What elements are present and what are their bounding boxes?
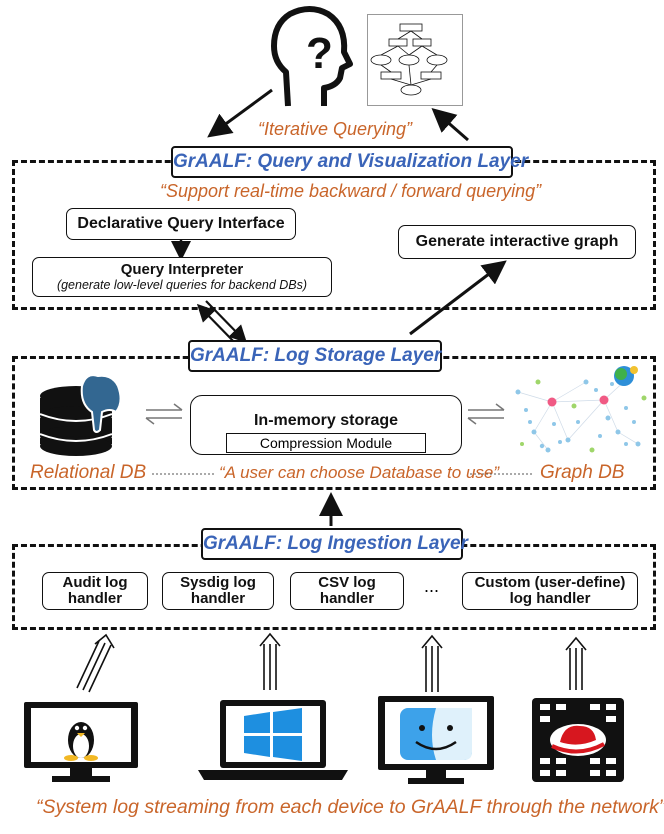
custom-handler-line1: Custom (user-define) [474, 574, 626, 591]
thinking-head-icon: ? [271, 6, 353, 107]
devices-caption: “System log streaming from each device t… [36, 796, 664, 818]
linux-monitor-icon [24, 702, 138, 782]
relational-db-label: Relational DB [30, 462, 147, 483]
query-interpreter: Query Interpreter (generate low-level qu… [32, 257, 332, 297]
compression-module: Compression Module [226, 433, 426, 453]
svg-text:?: ? [306, 29, 333, 78]
sysdig-handler-line2: handler [190, 590, 246, 607]
redhat-server-icon [532, 698, 624, 782]
windows-laptop-icon [198, 700, 348, 780]
database-postgres-icon [39, 374, 122, 456]
audit-log-handler: Audit log handler [42, 572, 148, 610]
csv-handler-line1: CSV log [318, 574, 376, 591]
in-memory-label: In-memory storage [253, 412, 399, 429]
graph-db-label: Graph DB [540, 462, 625, 483]
sysdig-log-handler: Sysdig log handler [162, 572, 274, 610]
ingestion-layer-title: GrAALF: Log Ingestion Layer [201, 528, 468, 560]
double-arrow-left [145, 403, 183, 425]
declarative-query-interface: Declarative Query Interface [66, 208, 296, 240]
compression-label: Compression Module [259, 435, 393, 451]
custom-handler-line2: log handler [509, 590, 591, 607]
mac-monitor-icon [378, 696, 494, 784]
csv-handler-line2: handler [319, 590, 375, 607]
csv-log-handler: CSV log handler [290, 572, 404, 610]
audit-handler-line1: Audit log [62, 574, 128, 591]
iterative-querying-label: “Iterative Querying” [258, 119, 413, 139]
network-graph-icon [515, 366, 647, 453]
generate-graph-label: Generate interactive graph [415, 233, 619, 250]
choose-database-label: “A user can choose Database to use” [219, 463, 500, 482]
audit-handler-line2: handler [67, 590, 123, 607]
custom-log-handler: Custom (user-define) log handler [462, 572, 638, 610]
ellipsis: ... [424, 576, 440, 596]
storage-layer-title: GrAALF: Log Storage Layer [188, 340, 442, 372]
double-arrow-right [467, 403, 505, 425]
flowchart-graph-icon [367, 14, 463, 106]
query-interpreter-title: Query Interpreter [120, 261, 244, 278]
sysdig-handler-line1: Sysdig log [180, 574, 256, 591]
query-layer-title: GrAALF: Query and Visualization Layer [171, 146, 528, 178]
declarative-query-label: Declarative Query Interface [77, 215, 285, 232]
query-layer-subtitle: “Support real-time backward / forward qu… [160, 181, 542, 201]
query-interpreter-subtitle: (generate low-level queries for backend … [56, 278, 308, 292]
generate-interactive-graph: Generate interactive graph [398, 225, 636, 259]
